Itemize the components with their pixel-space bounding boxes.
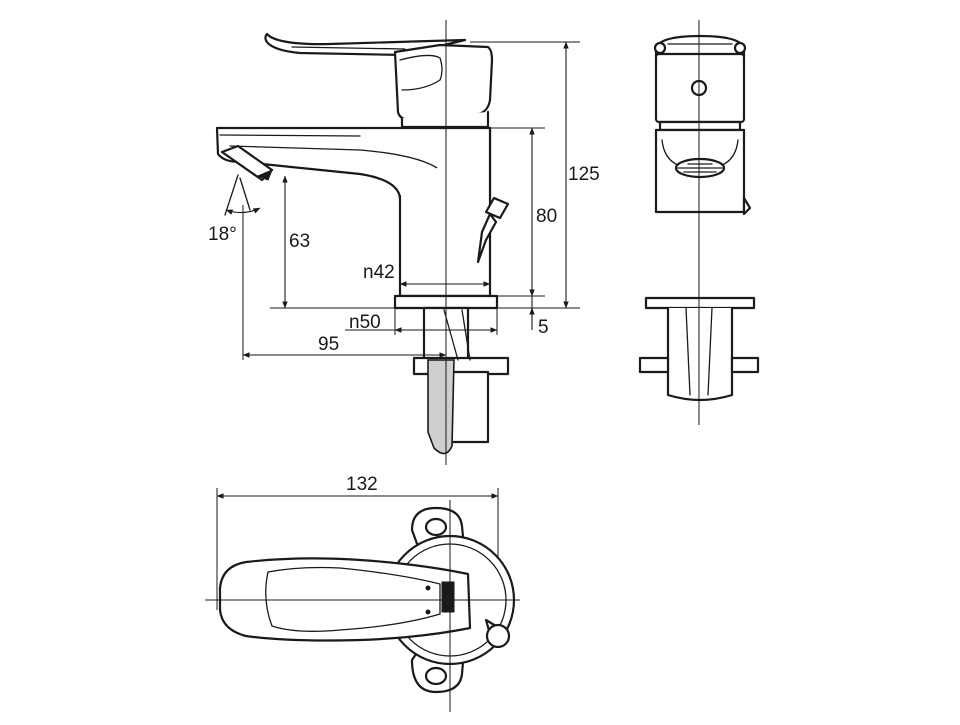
dim-body-height: 80 bbox=[536, 206, 557, 227]
top-lever bbox=[218, 557, 472, 642]
dim-total-height: 125 bbox=[568, 164, 600, 185]
dim-base-thickness: 5 bbox=[538, 317, 549, 338]
popup-knob bbox=[484, 196, 510, 220]
end-view bbox=[638, 20, 760, 425]
cartridge-cap bbox=[393, 43, 494, 122]
top-view: 132 bbox=[205, 474, 520, 712]
front-view: 18° 63 80 125 5 n42 n50 95 bbox=[208, 20, 600, 465]
dim-total-length: 132 bbox=[346, 474, 378, 495]
dim-base-diameter: n50 bbox=[349, 312, 381, 333]
dim-reach: 95 bbox=[318, 334, 339, 355]
dim-angle: 18° bbox=[208, 224, 237, 245]
dim-spout-height: 63 bbox=[289, 231, 310, 252]
dim-body-diameter: n42 bbox=[363, 262, 395, 283]
end-base bbox=[644, 296, 756, 310]
top-popup-knob bbox=[485, 623, 511, 649]
brand-logo bbox=[441, 581, 455, 613]
